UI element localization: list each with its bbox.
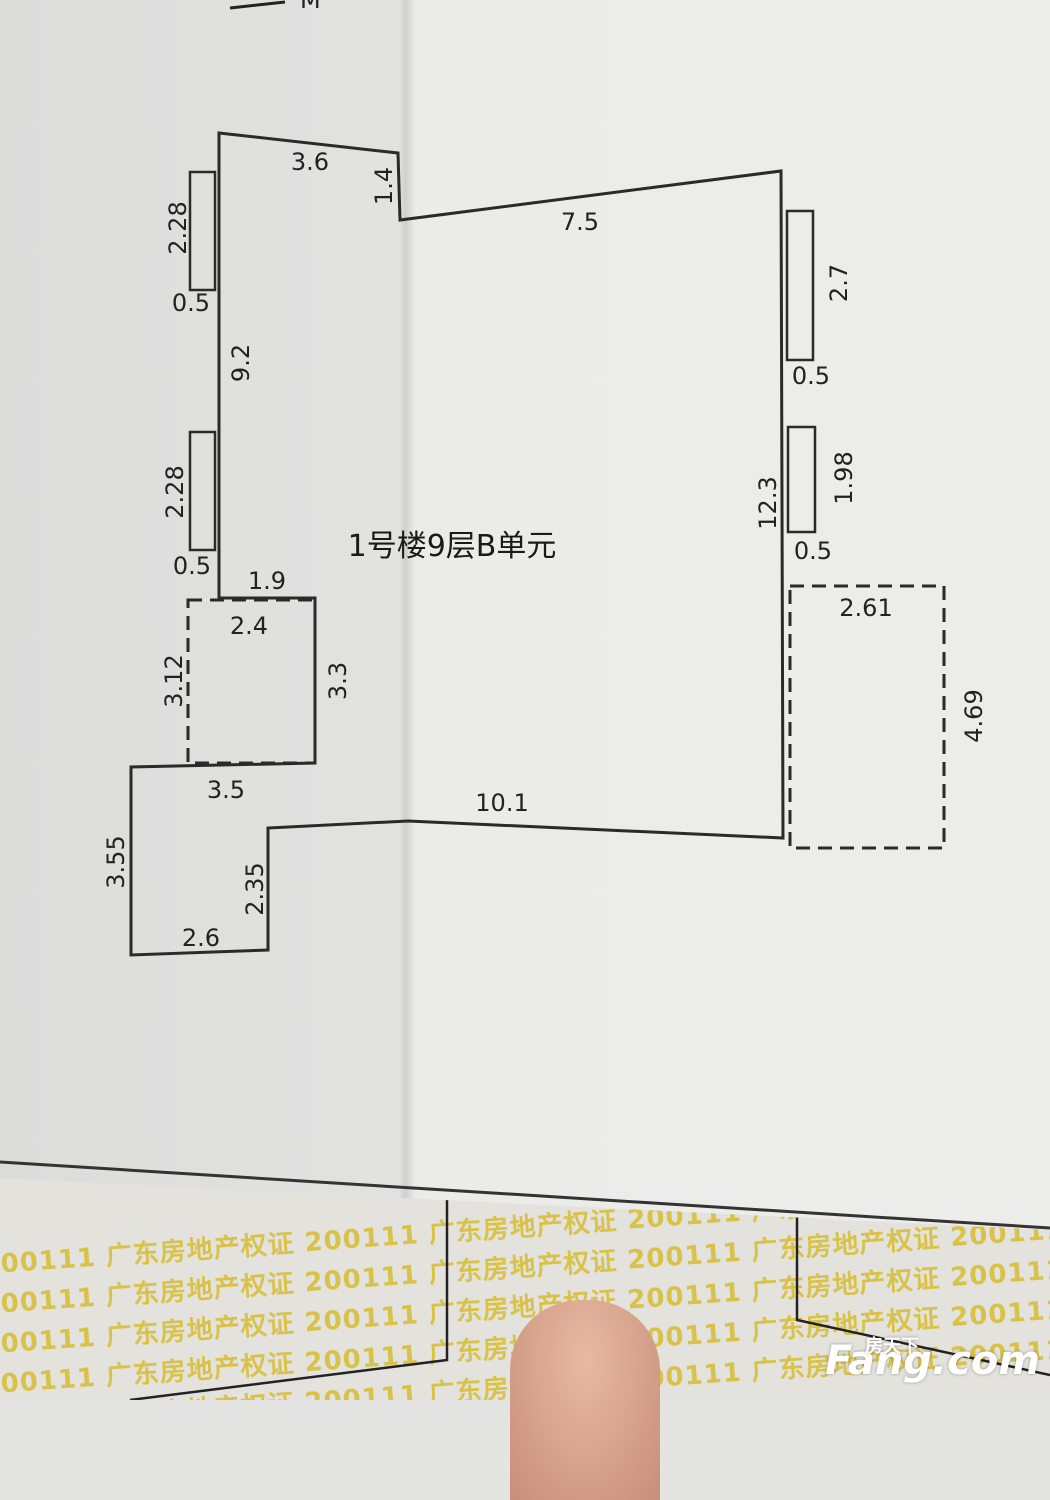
left-window-2 — [188, 430, 217, 552]
top-edge-line — [229, 0, 286, 10]
dim-balcony-left: 3.12 — [160, 654, 188, 707]
dim-right-window2: 1.98 — [830, 451, 858, 504]
logo-en: Fang.com — [825, 1338, 1040, 1384]
right-window-2 — [786, 425, 817, 534]
left-window-1 — [188, 170, 217, 292]
left-balcony-dashed — [186, 598, 317, 765]
right-balcony-dashed — [788, 584, 946, 850]
dim-balcony-top: 2.4 — [230, 612, 268, 640]
dim-bottom: 10.1 — [475, 789, 528, 817]
dim-right-balcony-side: 4.69 — [960, 689, 988, 742]
dim-right-wall: 12.3 — [754, 476, 782, 529]
dim-lower-bottom: 2.6 — [182, 924, 220, 952]
document-paper — [0, 0, 1050, 1400]
sheet-edge-line — [0, 1160, 1050, 1230]
dim-lower-left: 3.55 — [102, 835, 130, 888]
dim-left-window1-depth: 0.5 — [172, 289, 210, 317]
dim-top-left: 3.6 — [291, 148, 329, 176]
dim-left-window1: 2.28 — [164, 201, 192, 254]
dim-right-window1: 2.7 — [825, 264, 853, 302]
dim-step-bottom: 3.5 — [207, 776, 245, 804]
dim-left-window2: 2.28 — [161, 465, 189, 518]
logo-cn: 房天下 — [865, 1336, 920, 1357]
dim-lower-inner: 2.35 — [241, 862, 269, 915]
floor-plan: M 3.6 1.4 7.5 2.28 0.5 9.2 2.28 0.5 1.9 … — [0, 0, 1050, 1230]
finger — [510, 1300, 660, 1500]
dim-step-top: 1.9 — [248, 567, 286, 595]
dim-notch: 1.4 — [370, 167, 398, 205]
unit-label: 1号楼9层B单元 — [348, 529, 557, 564]
dim-right-window2-depth: 0.5 — [794, 537, 832, 565]
right-window-1 — [785, 209, 815, 362]
dim-left-window2-depth: 0.5 — [173, 552, 211, 580]
dim-top-right: 7.5 — [561, 208, 599, 236]
unit-outline — [129, 131, 785, 957]
dim-balcony-right: 3.3 — [324, 662, 352, 700]
lower-plan-lines — [129, 1180, 1050, 1400]
dim-left-wall: 9.2 — [227, 344, 255, 382]
header-fragment: M — [300, 0, 321, 14]
dim-right-window1-depth: 0.5 — [792, 362, 830, 390]
dim-right-balcony-top: 2.61 — [839, 594, 892, 622]
fang-logo: 房天下 Fang.com — [825, 1336, 1040, 1384]
